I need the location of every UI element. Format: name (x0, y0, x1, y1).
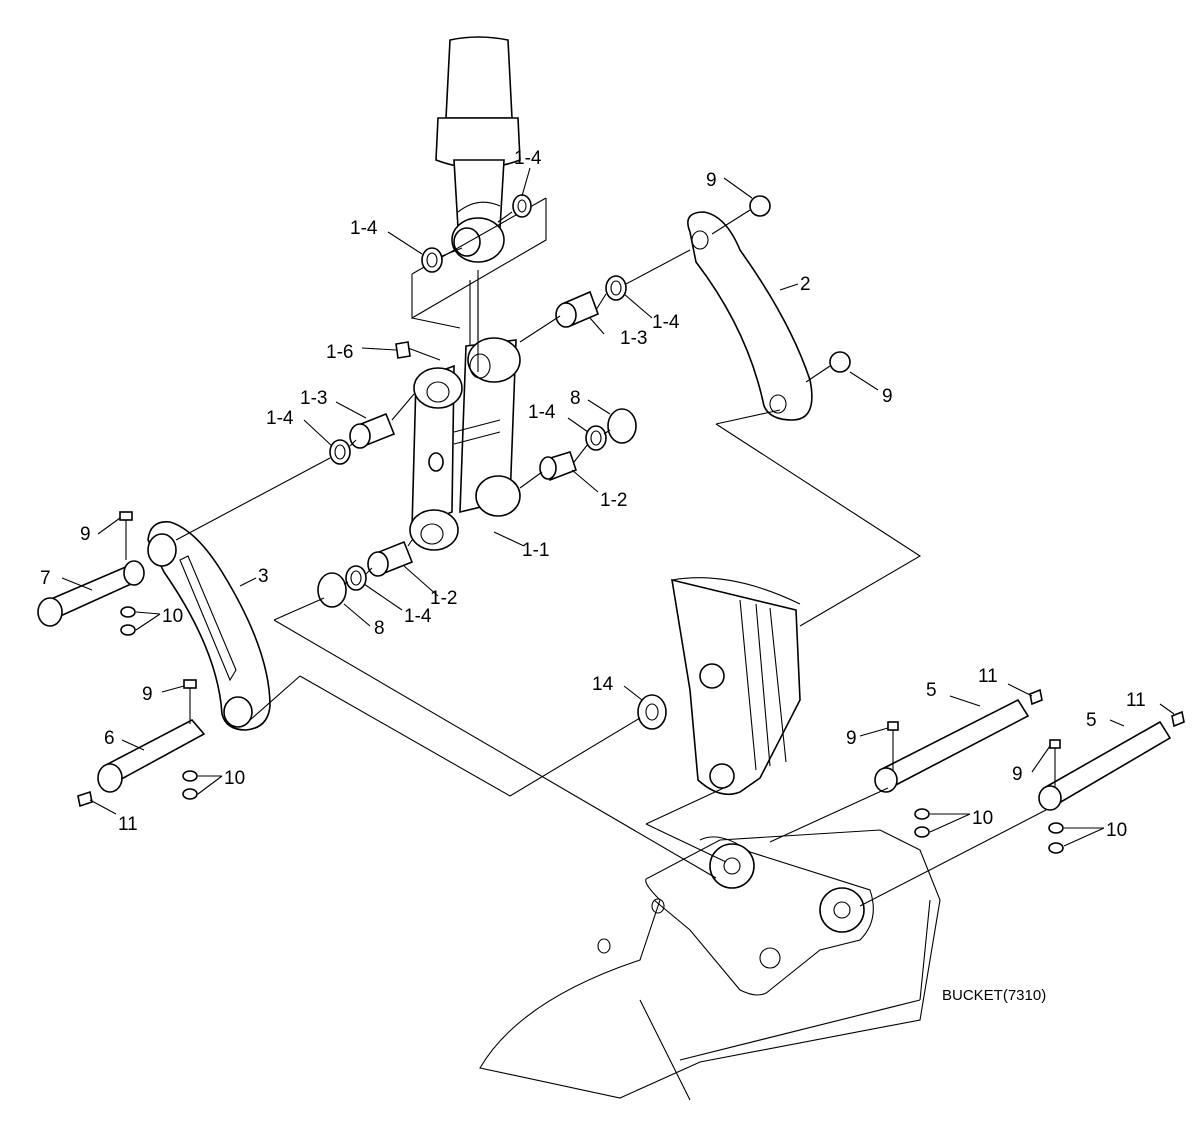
bucket-caption: BUCKET(7310) (942, 987, 1046, 1004)
shim-washer (637, 694, 667, 730)
label-1-4: 1-4 (514, 148, 542, 169)
nut-left-2 (120, 624, 136, 636)
label-14: 14 (592, 674, 614, 695)
label-1-1: 1-1 (522, 540, 549, 561)
label-1-4: 1-4 (652, 312, 680, 333)
bucket (479, 829, 941, 1101)
label-11: 11 (978, 666, 998, 687)
snap-ring-top (749, 195, 771, 217)
label-9: 9 (706, 170, 717, 191)
callout-labels: 1-4 1-4 1-6 1-3 1-4 1-4 1-3 1-4 1-2 1-1 … (40, 148, 1146, 841)
nut-mid-1 (914, 808, 930, 820)
pin-7 (37, 560, 145, 627)
nut-right-2 (1048, 842, 1064, 854)
bolt-far-right (1049, 739, 1061, 788)
bushing-1-2-lower (367, 540, 414, 577)
label-7: 7 (40, 568, 51, 589)
label-1-3: 1-3 (620, 328, 647, 349)
bolt-left-lower (183, 679, 197, 724)
nut-mid-2 (914, 826, 930, 838)
label-1-4: 1-4 (528, 402, 556, 423)
label-1-2: 1-2 (430, 588, 457, 609)
label-10: 10 (224, 768, 245, 789)
grease-fitting-right (1171, 710, 1185, 728)
label-3: 3 (258, 566, 269, 587)
label-5: 5 (1086, 710, 1097, 731)
bolt-left-upper (119, 511, 133, 560)
arm-end (671, 577, 801, 796)
bushing-1-2-upper (539, 451, 578, 482)
seal-1-4-left (329, 439, 351, 465)
nut-left-3 (182, 770, 198, 782)
label-10: 10 (1106, 820, 1127, 841)
pin-5-right (1038, 720, 1172, 811)
link-3 (147, 521, 271, 731)
pin-6 (97, 718, 206, 793)
leader-lines (61, 167, 1175, 847)
pin-5-mid (874, 698, 1030, 793)
label-9: 9 (142, 684, 153, 705)
seal-1-4-mid-right (585, 425, 607, 451)
bushing-1-3-right (555, 290, 600, 328)
label-1-6: 1-6 (326, 342, 353, 363)
label-9: 9 (846, 728, 857, 749)
nut-right-1 (1048, 822, 1064, 834)
grease-fitting-mid (1029, 688, 1043, 706)
label-10: 10 (162, 606, 183, 627)
link-assembly (409, 337, 521, 551)
label-8: 8 (570, 388, 581, 409)
label-11: 11 (1126, 690, 1146, 711)
o-ring-upper (607, 408, 637, 444)
seal-1-4-right-upper (605, 275, 627, 301)
assembly-lines (175, 209, 1047, 907)
snap-ring-right (829, 351, 851, 373)
label-9: 9 (882, 386, 893, 407)
label-10: 10 (972, 808, 993, 829)
nut-left-4 (182, 788, 198, 800)
label-1-4: 1-4 (404, 606, 432, 627)
label-1-2: 1-2 (600, 490, 627, 511)
dust-seal-top-right (512, 194, 532, 218)
label-8: 8 (374, 618, 385, 639)
label-1-4: 1-4 (266, 408, 294, 429)
link-2 (687, 211, 813, 421)
label-9: 9 (80, 524, 91, 545)
grease-fitting (395, 341, 441, 361)
dust-seal-top-left (421, 247, 443, 273)
bolt-mid (887, 721, 899, 770)
label-2: 2 (800, 274, 811, 295)
label-1-3: 1-3 (300, 388, 327, 409)
nut-left-1 (120, 606, 136, 618)
label-9: 9 (1012, 764, 1023, 785)
cylinder-rod (435, 36, 521, 263)
label-6: 6 (104, 728, 115, 749)
bushing-1-3-left (349, 412, 396, 449)
seal-1-4-lower (345, 565, 367, 591)
label-5: 5 (926, 680, 937, 701)
label-1-4: 1-4 (350, 218, 378, 239)
o-ring-lower (317, 572, 347, 608)
label-11: 11 (118, 814, 138, 835)
grease-fitting-left (77, 790, 93, 808)
